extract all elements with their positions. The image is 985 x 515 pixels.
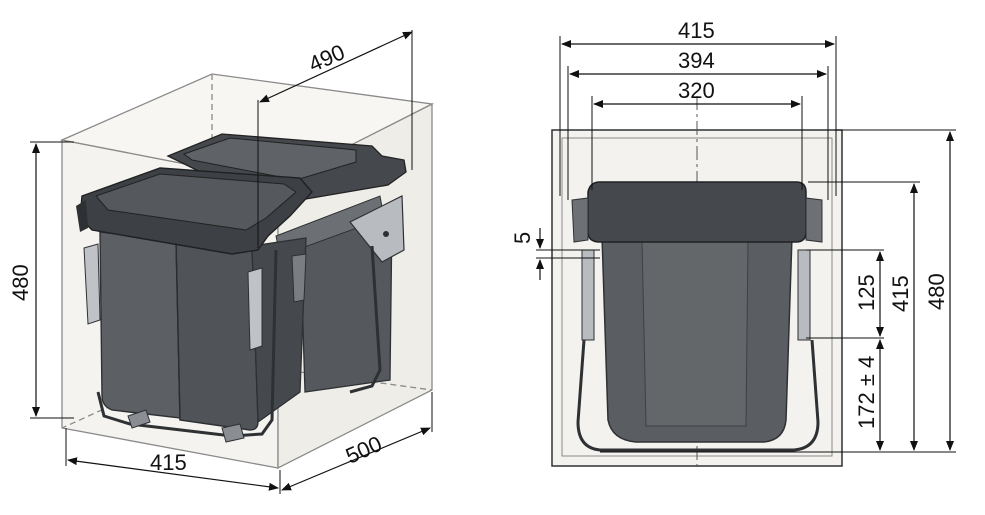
front-vertical-dims xyxy=(536,129,956,453)
front-view: 415 394 320 5 125 172 ± 4 415 480 xyxy=(510,18,956,470)
mount-height-label: 172 ± 4 xyxy=(854,356,879,429)
iso-side-depth-label: 500 xyxy=(342,431,386,469)
isometric-view: 490 480 415 500 xyxy=(8,30,435,494)
inner-width-label: 394 xyxy=(678,48,715,73)
front-bins xyxy=(76,167,382,443)
outer-width-label: 415 xyxy=(678,18,715,43)
front-horizontal-dims xyxy=(559,36,837,200)
inner-height-label: 415 xyxy=(888,275,913,312)
iso-dimensions xyxy=(30,30,433,494)
outer-height-label: 480 xyxy=(924,273,949,310)
iso-depth-label: 490 xyxy=(305,39,349,77)
iso-height-label: 480 xyxy=(8,264,33,301)
bin-width-label: 320 xyxy=(678,78,715,103)
bracket-height-label: 125 xyxy=(854,274,879,311)
iso-width-label: 415 xyxy=(150,450,187,475)
front-bin xyxy=(571,181,823,452)
gap-label: 5 xyxy=(510,232,535,244)
